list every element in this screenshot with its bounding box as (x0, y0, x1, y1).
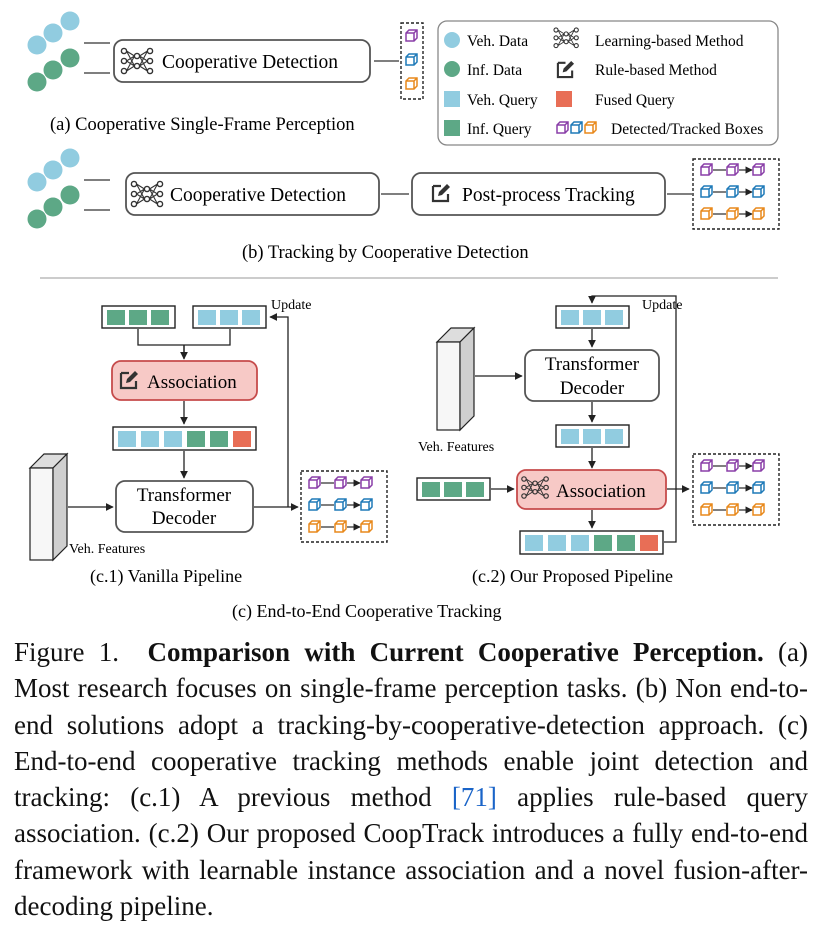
panel-b-title: (b) Tracking by Cooperative Detection (242, 243, 529, 263)
transformer-decoder-box (524, 349, 660, 402)
legend-inf-data: Inf. Data (467, 62, 522, 79)
panel-a: Cooperative Detection (a) Cooperative Si… (27, 11, 424, 135)
legend-inf-query: Inf. Query (467, 121, 532, 138)
caption-label: Figure 1. (14, 637, 120, 667)
legend-rule-method: Rule-based Method (595, 62, 717, 79)
association-box (516, 469, 667, 510)
veh-features-slab (435, 326, 476, 432)
data-dots (27, 11, 80, 92)
panel-a-title: (a) Cooperative Single-Frame Perception (50, 115, 355, 135)
veh-features-label: Veh. Features (69, 542, 145, 557)
panel-b: Cooperative Detection Post-process Track… (27, 148, 780, 263)
update-label: Update (642, 298, 682, 313)
cooperative-detection-label: Cooperative Detection (162, 52, 338, 73)
veh-features-slab (28, 452, 69, 562)
post-process-tracking-label: Post-process Tracking (462, 185, 635, 206)
inf-query-bar (416, 477, 491, 501)
caption-text-2: applies rule-based query association. (c… (14, 782, 809, 922)
veh-features-label: Veh. Features (418, 440, 494, 455)
panel-c2: Update Transformer Decoder Veh. Features (416, 295, 780, 587)
post-process-tracking-box (411, 172, 666, 216)
panel-c1-title: (c.1) Vanilla Pipeline (90, 566, 242, 587)
transformer-decoder-box (115, 480, 254, 533)
caption-bold-title: Comparison with Current Cooperative Perc… (147, 637, 764, 667)
decoder-label-line1: Transformer (545, 354, 640, 375)
inf-data-swatch (444, 61, 460, 77)
association-label: Association (556, 481, 646, 502)
cooperative-detection-box (125, 172, 380, 216)
legend: Veh. Data Inf. Data Veh. Query Inf. Quer… (437, 20, 779, 146)
fused-query-swatch (556, 91, 572, 107)
inf-query-bar (101, 305, 176, 329)
figure-1: Cooperative Detection (a) Cooperative Si… (27, 11, 780, 622)
association-box (111, 360, 258, 401)
veh-query-bar (555, 305, 630, 329)
cooperative-detection-label: Cooperative Detection (170, 185, 346, 206)
veh-query-bar (555, 424, 630, 448)
veh-query-bar (192, 305, 267, 329)
panel-c1: Association Transformer Decoder Veh. Fea… (28, 298, 388, 587)
legend-learning-method: Learning-based Method (595, 33, 744, 50)
panel-c-title: (c) End-to-End Cooperative Tracking (232, 601, 501, 622)
cooperative-detection-box (113, 39, 371, 83)
legend-veh-data: Veh. Data (467, 33, 528, 50)
veh-query-swatch (444, 91, 460, 107)
citation-link[interactable]: [71] (451, 782, 497, 813)
fused-query-bar (112, 426, 257, 451)
legend-veh-query: Veh. Query (467, 92, 538, 109)
figure-caption: Figure 1. Comparison with Current Cooper… (14, 634, 808, 924)
legend-boxes: Detected/Tracked Boxes (611, 121, 763, 138)
legend-fused-query: Fused Query (595, 92, 675, 109)
fused-query-bar (519, 530, 664, 555)
caption-text-1: (a) Most research focuses on single-fram… (14, 637, 809, 813)
veh-data-swatch (444, 32, 460, 48)
panel-c2-title: (c.2) Our Proposed Pipeline (472, 566, 673, 587)
data-dots (27, 148, 80, 229)
decoder-label-line2: Decoder (560, 378, 625, 399)
association-label: Association (147, 372, 237, 393)
update-label: Update (271, 298, 311, 313)
inf-query-swatch (444, 120, 460, 136)
decoder-label-line2: Decoder (152, 508, 217, 529)
decoder-label-line1: Transformer (137, 485, 232, 506)
